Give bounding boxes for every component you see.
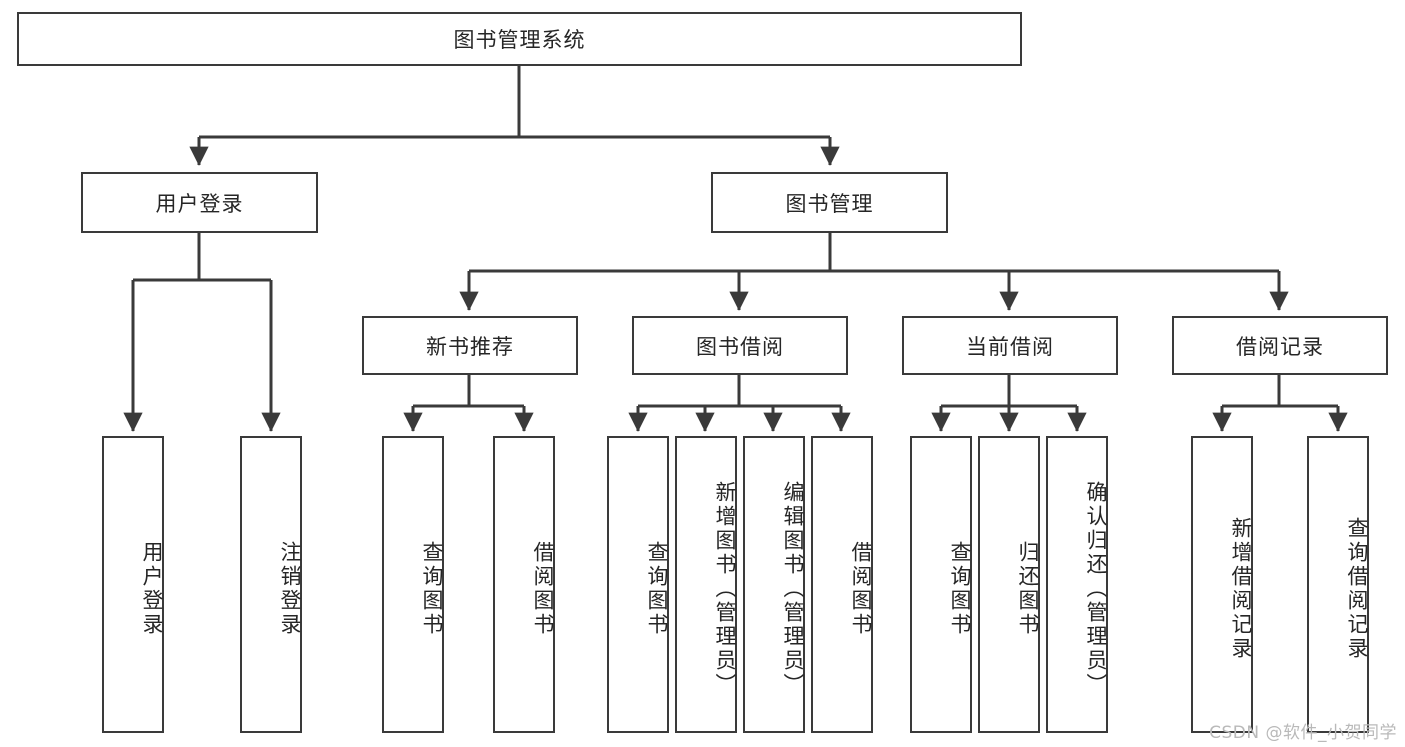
node-label: 查询图书 — [645, 540, 669, 637]
node-label: 用户登录 — [155, 191, 244, 216]
node-label: 当前借阅 — [966, 334, 1054, 359]
node-leaf-query-book-3[interactable]: 查询图书 — [910, 436, 972, 733]
node-leaf-add-book[interactable]: 新增图书（管理员） — [675, 436, 737, 733]
node-label: 新增借阅记录 — [1229, 516, 1253, 661]
node-label: 图书管理系统 — [453, 28, 586, 52]
node-label: 确认归还（管理员） — [1084, 480, 1108, 697]
node-book-management-system[interactable]: 图书管理系统 — [17, 12, 1022, 66]
node-label: 借阅图书 — [531, 540, 555, 637]
node-leaf-edit-book[interactable]: 编辑图书（管理员） — [743, 436, 805, 733]
node-book-borrow[interactable]: 图书借阅 — [632, 316, 848, 375]
node-label: 注销登录 — [278, 540, 302, 637]
node-leaf-confirm-return[interactable]: 确认归还（管理员） — [1046, 436, 1108, 733]
node-label: 新书推荐 — [426, 334, 514, 359]
node-label: 归还图书 — [1016, 540, 1040, 637]
node-user-login[interactable]: 用户登录 — [81, 172, 318, 233]
node-label: 查询借阅记录 — [1345, 516, 1369, 661]
node-new-book-recommend[interactable]: 新书推荐 — [362, 316, 578, 375]
node-label: 用户登录 — [140, 540, 164, 637]
node-label: 新增图书（管理员） — [713, 480, 737, 697]
node-label: 编辑图书（管理员） — [781, 480, 805, 697]
node-leaf-logout-login[interactable]: 注销登录 — [240, 436, 302, 733]
node-label: 查询图书 — [420, 540, 444, 637]
node-label: 查询图书 — [948, 540, 972, 637]
node-current-borrow[interactable]: 当前借阅 — [902, 316, 1118, 375]
node-leaf-user-login[interactable]: 用户登录 — [102, 436, 164, 733]
node-label: 图书管理 — [785, 191, 874, 216]
node-leaf-query-book-1[interactable]: 查询图书 — [382, 436, 444, 733]
node-leaf-borrow-book-2[interactable]: 借阅图书 — [811, 436, 873, 733]
node-label: 借阅图书 — [849, 540, 873, 637]
node-borrow-record[interactable]: 借阅记录 — [1172, 316, 1388, 375]
node-leaf-add-borrow-record[interactable]: 新增借阅记录 — [1191, 436, 1253, 733]
node-leaf-query-book-2[interactable]: 查询图书 — [607, 436, 669, 733]
node-leaf-borrow-book-1[interactable]: 借阅图书 — [493, 436, 555, 733]
node-label: 借阅记录 — [1236, 334, 1324, 359]
node-leaf-return-book[interactable]: 归还图书 — [978, 436, 1040, 733]
node-label: 图书借阅 — [696, 334, 784, 359]
node-leaf-query-borrow-record[interactable]: 查询借阅记录 — [1307, 436, 1369, 733]
node-book-management[interactable]: 图书管理 — [711, 172, 948, 233]
